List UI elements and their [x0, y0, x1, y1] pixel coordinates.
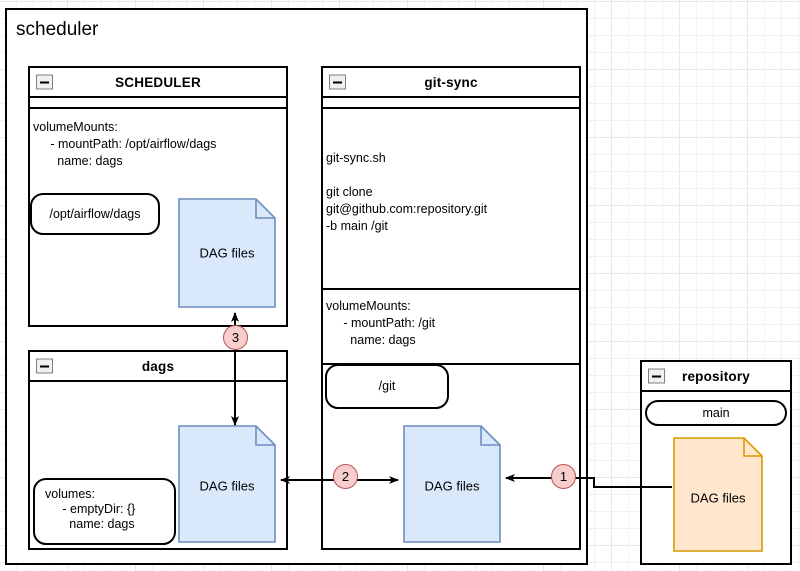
- document-shape-icon: [403, 425, 501, 543]
- dags-component-header: dags: [30, 352, 286, 382]
- flow-badge-3[interactable]: 3: [223, 325, 248, 350]
- gitsync-section-divider-2: [323, 363, 579, 365]
- scheduler-container-title: scheduler: [16, 19, 99, 40]
- repository-component-header: repository: [642, 362, 790, 392]
- dags-volumes-chip[interactable]: volumes: - emptyDir: {} name: dags: [33, 478, 176, 545]
- collapse-minus-icon[interactable]: [36, 358, 53, 374]
- scheduler-component-title: SCHEDULER: [115, 74, 201, 90]
- scheduler-component-subbar: [30, 98, 286, 109]
- gitsync-section-divider: [323, 288, 579, 290]
- scheduler-volume-mounts-yaml: volumeMounts: - mountPath: /opt/airflow/…: [33, 120, 217, 168]
- gitsync-volume-mounts-yaml: volumeMounts: - mountPath: /git name: da…: [326, 299, 436, 347]
- flow-badge-2[interactable]: 2: [333, 464, 358, 489]
- gitsync-component-title: git-sync: [424, 74, 478, 90]
- repository-branch-chip[interactable]: main: [645, 400, 787, 426]
- repository-component-title: repository: [681, 368, 751, 384]
- document-shape-icon: [673, 437, 763, 552]
- collapse-minus-icon[interactable]: [648, 368, 665, 384]
- gitsync-script-text: git-sync.sh git clone git@github.com:rep…: [326, 151, 488, 233]
- scheduler-component-header: SCHEDULER: [30, 68, 286, 98]
- document-shape-icon: [178, 198, 276, 308]
- document-shape-icon: [178, 425, 276, 543]
- gitsync-component-subbar: [323, 98, 579, 109]
- scheduler-mountpath-chip[interactable]: /opt/airflow/dags: [30, 193, 160, 235]
- flow-badge-1[interactable]: 1: [551, 464, 576, 489]
- collapse-minus-icon[interactable]: [36, 74, 53, 90]
- collapse-minus-icon[interactable]: [329, 74, 346, 90]
- gitsync-mountpath-chip[interactable]: /git: [325, 364, 449, 409]
- gitsync-component-header: git-sync: [323, 68, 579, 98]
- dags-component-title: dags: [141, 358, 175, 374]
